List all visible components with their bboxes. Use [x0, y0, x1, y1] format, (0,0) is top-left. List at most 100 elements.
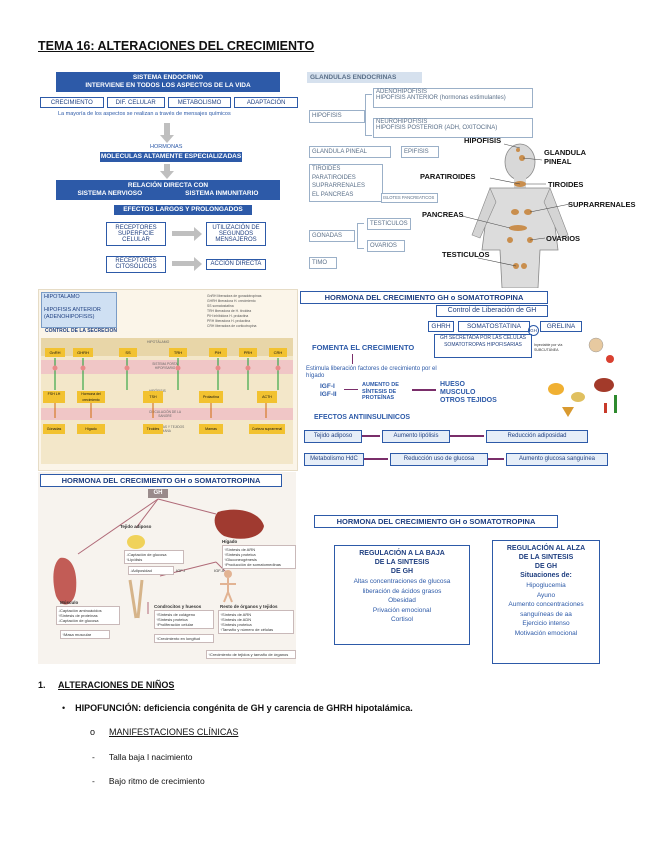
- list-item: ↑Síntesis proteica: [220, 622, 252, 627]
- organ-icons: [548, 337, 617, 417]
- gh-branch-lines: [53, 498, 264, 619]
- title-line: REGULACIÓN A LA BAJA: [359, 550, 445, 557]
- circulation-stripe: [41, 408, 293, 420]
- adiposo-title: Tejido adiposo: [120, 524, 152, 529]
- target-box: Corteza suprarrenal: [249, 424, 285, 434]
- adiposidad-box: ↓Adiposidad: [128, 566, 174, 575]
- pituitary-box: TSH: [143, 391, 163, 403]
- efectos-label: EFECTOS ANTIINSULINICOS: [314, 414, 411, 421]
- list-item: ↑Proliferación celular: [156, 622, 194, 627]
- label-glandula-pineal: GLANDULA PINEAL: [544, 148, 586, 166]
- regulation-header: HORMONA DEL CRECIMIENTO GH o SOMATOTROPI…: [314, 515, 558, 528]
- list-item: ↑Tamaño y número de células: [220, 627, 274, 632]
- legend-item: PIH inhibidora H. prolactina: [207, 314, 249, 318]
- baja-list: Altas concentraciones de glucosa liberac…: [335, 577, 469, 625]
- arrow-head: [160, 135, 174, 143]
- arrow-head: [194, 257, 202, 271]
- hormone-box: CRH: [269, 348, 287, 357]
- arrow-right-icon: [364, 458, 388, 460]
- hormonas-label: HORMONAS: [150, 144, 183, 150]
- sub-title: MANIFESTACIONES CLÍNICAS: [109, 727, 239, 737]
- list-item: ↑Síntesis proteica: [156, 617, 188, 622]
- list-item: ↑Síntesis de ARN: [220, 612, 252, 617]
- secretion-control-diagram: HIPOTALAMO HIPOFISIS ANTERIOR (ADENOHIPO…: [38, 289, 298, 471]
- arrow-right-icon: [344, 389, 358, 390]
- bullet-icon: •: [62, 703, 66, 713]
- arrow-stem: [164, 123, 170, 135]
- arrow-head: [160, 171, 174, 179]
- gland-item: PARATIROIDES: [312, 174, 356, 181]
- aspect-box: ADAPTACIÓN: [234, 97, 299, 108]
- dash-item-text: Bajo ritmo de crecimiento: [108, 776, 205, 786]
- igf2-label: IGF-II: [214, 568, 225, 573]
- resto-list: ↑Síntesis de ARN ↑Síntesis de ADN ↑Sínte…: [218, 610, 294, 634]
- title-line: DE LA SINTESIS: [518, 554, 574, 561]
- gh-badge: GH: [148, 489, 168, 498]
- list-item: ↑Producción de somatomedinas: [224, 562, 281, 567]
- dash-icon: -: [92, 752, 95, 762]
- aumento-lipolisis-box: Aumento lipólisis: [382, 430, 450, 443]
- dash-item-text: Talla baja l nacimiento: [108, 752, 193, 762]
- gland-group-box: TIROIDES PARATIROIDES SUPRARRENALES EL P…: [309, 164, 383, 202]
- legend-item: GHRH liberadora H. crecimiento: [207, 299, 256, 303]
- target-box: Gónadas: [43, 424, 65, 434]
- arrow-head: [194, 227, 202, 241]
- title-line: DE GH: [534, 563, 558, 570]
- aspects-note: La mayoría de los aspectos se realizan a…: [58, 111, 231, 117]
- reduccion-glucosa-box: Reducción uso de glucosa: [390, 453, 488, 466]
- list-item: ↓Captación aminoácidos: [58, 608, 102, 613]
- neuro-line: HIPOFISIS POSTERIOR (ADH, OXITOCINA): [376, 125, 498, 131]
- molecules-bar: MOLECULAS ALTAMENTE ESPECIALIZADAS: [100, 152, 242, 162]
- aspect-box: DIF. CELULAR: [106, 97, 165, 108]
- list-item: Aumento concentraciones: [508, 601, 584, 608]
- target-box: Mamas: [199, 424, 223, 434]
- title-line: DE GH: [390, 568, 414, 575]
- hormone-box: PIH: [209, 348, 227, 357]
- gonadas-box: GONADAS: [309, 230, 355, 242]
- arrow-stem: [172, 231, 194, 236]
- bracket: [357, 223, 364, 249]
- estimula-text: Estimula liberación factores de crecimie…: [306, 366, 437, 379]
- gland-item: SUPRARRENALES: [312, 183, 366, 189]
- hormone-box: PRH: [239, 348, 257, 357]
- gh-left-header: HORMONA DEL CRECIMIENTO GH o SOMATOTROPI…: [40, 474, 282, 487]
- list-item: ↑Lipólisis: [126, 557, 143, 562]
- receptor-surface-box: RECEPTORES SUPERFICIE CELULAR: [106, 222, 166, 246]
- hueso-label: HUESO: [440, 381, 465, 388]
- list-item: ↑Síntesis de proteínas: [58, 613, 98, 618]
- dash-item: - Bajo ritmo de crecimiento: [92, 776, 205, 786]
- crecimiento-tejidos-box: ↑Crecimiento de tejidos y tamaño de órga…: [206, 650, 296, 659]
- metabolismo-hc-box: Metabolismo HdC: [304, 453, 364, 466]
- bracket: [365, 94, 372, 136]
- hipofisis-box: HIPOFISIS: [309, 110, 365, 123]
- relation-bar: RELACIÓN DIRECTA CON SISTEMA NERVIOSO SI…: [56, 180, 280, 200]
- second-messenger-box: UTILIZACIÓN DE SEGUNDOS MENSAJEROS: [206, 222, 266, 246]
- list-item: Obesidad: [388, 597, 416, 604]
- page-title: TEMA 16: ALTERACIONES DEL CRECIMIENTO: [38, 39, 315, 53]
- body-gland-illustration: HIPOFISIS GLANDULA PINEAL PARATIROIDES T…: [420, 136, 636, 289]
- arrow-stem: [164, 164, 170, 171]
- control-label: CONTROL DE LA SECRECION: [45, 328, 117, 334]
- dash-icon: -: [92, 776, 95, 786]
- hormone-box: GnRH: [45, 348, 65, 357]
- legend-item: TRH liberadora de H. tiroidea: [207, 309, 252, 313]
- arrow-right-icon: [450, 435, 484, 437]
- arrow-stem: [172, 261, 194, 266]
- connection-lines: [52, 358, 281, 418]
- regulation-alza-box: REGULACIÓN AL ALZA DE LA SINTESIS DE GH …: [492, 540, 600, 664]
- list-item: Ayuno: [536, 591, 556, 599]
- legend-item: GnRH liberadora de gonadotropinas: [207, 294, 262, 298]
- bar-left: SISTEMA NERVIOSO: [77, 190, 143, 197]
- section-number: 1.: [38, 680, 46, 690]
- list-item: ↓Captación de glucosa: [126, 552, 167, 557]
- neurohipofisis-box: NEUROHIPOFISIS HIPOFISIS POSTERIOR (ADH,…: [373, 118, 533, 138]
- hipofisis-ant-label: HIPOFISIS ANTERIOR (ADENOHIPOFISIS): [44, 307, 101, 320]
- reduccion-adiposidad-box: Reducción adiposidad: [486, 430, 588, 443]
- condrocitos-list: ↑Síntesis de colágeno ↑Síntesis proteica…: [154, 610, 214, 629]
- bullet-text: : deficiencia congénita de GH y carencia…: [138, 703, 413, 713]
- islotes-box: ISLOTES PANCREATICOS: [381, 193, 438, 203]
- fomenta-label: FOMENTA EL CRECIMIENTO: [312, 343, 415, 352]
- gh-circle: GH: [528, 325, 539, 336]
- target-box: Tiroides: [143, 424, 163, 434]
